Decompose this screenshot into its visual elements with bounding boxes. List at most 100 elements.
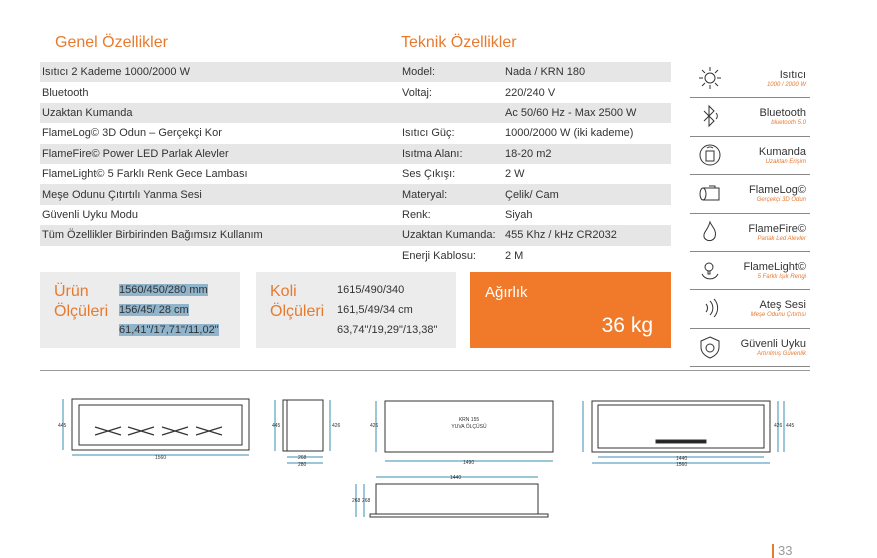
table-row: FlameLog© 3D Odun – Gerçekçi Kor Isıtıcı … xyxy=(40,123,671,143)
feature-subtitle: 5 Farklı Işık Rengi xyxy=(757,273,806,280)
spec-label: Materyal: xyxy=(402,188,448,201)
spec-value: 220/240 V xyxy=(505,86,556,99)
general-feature: Isıtıcı 2 Kademe 1000/2000 W xyxy=(42,66,190,79)
weight-label: Ağırlık xyxy=(485,284,528,301)
spec-value: 455 Khz / kHz CR2032 xyxy=(505,229,617,242)
feature-subtitle: Gerçekçi 3D Odun xyxy=(756,197,806,204)
sound-icon xyxy=(705,298,719,318)
spec-label: Model: xyxy=(402,66,436,79)
top-view: 1440 268 268 xyxy=(352,475,549,518)
dim-top-d2: 268 xyxy=(362,498,371,504)
general-feature: Uzaktan Kumanda xyxy=(42,106,133,119)
spec-label: Renk: xyxy=(402,208,431,221)
dim-back-w2: 1560 xyxy=(676,462,687,468)
dim-side-d2: 280 xyxy=(298,462,307,468)
spec-table: Isıtıcı 2 Kademe 1000/2000 W Model: Nada /… xyxy=(40,62,671,266)
spec-value: 2 W xyxy=(505,168,525,181)
package-cm: 161,5/49/34 cm xyxy=(337,304,413,316)
feature-name: Ateş Sesi xyxy=(759,299,806,312)
spec-value: 18-20 m2 xyxy=(505,147,552,160)
back-view: 1440 1560 426 445 xyxy=(582,400,795,468)
page-number: 33 xyxy=(772,544,792,558)
general-feature: Meşe Odunu Çıtırtılı Yanma Sesi xyxy=(42,188,202,201)
general-feature: FlameFire© Power LED Parlak Alevler xyxy=(42,147,229,160)
feature-name: Isıtıcı xyxy=(779,69,806,81)
feature-name: FlameLog© xyxy=(748,184,806,197)
table-row: Tüm Özellikler Birbirinden Bağımsız Kull… xyxy=(40,225,671,246)
spec-label: Isıtma Alanı: xyxy=(402,147,463,160)
product-title-1: Ürün xyxy=(54,283,89,300)
niche-label-2: YUVA ÖLÇÜSÜ xyxy=(451,423,487,430)
spec-value: Çelik/ Cam xyxy=(505,188,559,201)
dim-top-w: 1440 xyxy=(450,475,461,481)
feature-name: Bluetooth xyxy=(759,107,806,120)
package-title-2: Ölçüleri xyxy=(270,303,325,320)
dim-front-h: 445 xyxy=(58,423,67,429)
feature-name: Güvenli Uyku xyxy=(740,337,806,350)
spec-value: Ac 50/60 Hz - Max 2500 W xyxy=(505,106,637,119)
product-cm: 156/45/ 28 cm xyxy=(119,304,189,316)
spec-value: Nada / KRN 180 xyxy=(505,66,586,79)
table-row: Uzaktan Kumanda Ac 50/60 Hz - Max 2500 W xyxy=(40,102,671,124)
product-mm: 1560/450/280 mm xyxy=(119,284,208,296)
feature-subtitle: Artırılmış Güvenlik xyxy=(756,350,806,357)
dim-back-h2: 445 xyxy=(786,423,795,429)
bulb-moon-icon xyxy=(701,262,719,280)
general-feature: FlameLog© 3D Odun – Gerçekçi Kor xyxy=(42,127,222,140)
feature-subtitle: 1000 / 2000 W xyxy=(766,82,806,88)
flame-icon xyxy=(703,219,716,241)
sun-icon xyxy=(699,67,721,89)
package-inch: 63,74"/19,29"/13,38" xyxy=(337,324,438,336)
feature-item: FlameLight©5 Farklı Işık Rengi xyxy=(690,252,810,291)
feature-subtitle: bluetooth 5.0 xyxy=(771,120,806,127)
table-row: Isıtıcı 2 Kademe 1000/2000 W Model: Nada /… xyxy=(40,62,671,83)
package-mm: 1615/490/340 xyxy=(337,284,405,296)
front-view: 445 1560 xyxy=(58,398,250,461)
spec-value: Siyah xyxy=(505,208,533,221)
feature-item: FlameLog©Gerçekçi 3D Odun xyxy=(690,175,810,214)
technical-drawings: 445 1560 445 426 268 280 KRN 155 YUVA ÖL… xyxy=(58,398,795,518)
feature-subtitle: Parlak Led Alevler xyxy=(757,235,806,242)
bluetooth-icon xyxy=(703,105,718,128)
spec-label: Isıtıcı Güç: xyxy=(402,127,455,140)
side-view: 445 426 268 280 xyxy=(272,399,341,468)
weight-box: Ağırlık 36 kg xyxy=(470,272,671,348)
weight-value: 36 kg xyxy=(601,314,653,337)
dim-front-w: 1560 xyxy=(155,455,166,461)
feature-subtitle: Meşe Odunu Çıtırtısı xyxy=(750,312,806,319)
product-title-2: Ölçüleri xyxy=(54,303,109,320)
feature-name: FlameFire© xyxy=(748,222,806,235)
dim-back-w1: 1440 xyxy=(676,456,687,462)
dim-side-h2: 426 xyxy=(332,423,341,429)
niche-view: KRN 155 YUVA ÖLÇÜSÜ 426 1490 xyxy=(370,400,554,466)
spec-label: Voltaj: xyxy=(402,86,432,99)
spec-label: Ses Çıkışı: xyxy=(402,168,456,181)
dim-side-h: 445 xyxy=(272,423,281,429)
dim-back-h1: 426 xyxy=(774,423,783,429)
divider xyxy=(40,370,810,371)
shield-sleep-icon xyxy=(700,336,720,359)
dim-side-d1: 268 xyxy=(298,455,307,461)
table-row: Enerji Kablosu:2 M xyxy=(40,246,671,266)
spec-value: 1000/2000 W (iki kademe) xyxy=(505,127,634,140)
package-title-1: Koli xyxy=(270,283,297,300)
spec-label: Uzaktan Kumanda: xyxy=(402,229,496,242)
feature-subtitle: Uzaktan Erişim xyxy=(765,158,806,165)
dim-top-d1: 268 xyxy=(352,498,361,504)
feature-name: Kumanda xyxy=(758,145,806,158)
dim-niche-w: 1490 xyxy=(463,460,474,466)
general-feature: Tüm Özellikler Birbirinden Bağımsız Kull… xyxy=(42,229,263,242)
table-row: FlameFire© Power LED Parlak Alevler Isıtm… xyxy=(40,143,671,164)
remote-icon xyxy=(699,144,721,166)
feature-item: FlameFire©Parlak Led Alevler xyxy=(690,214,810,252)
